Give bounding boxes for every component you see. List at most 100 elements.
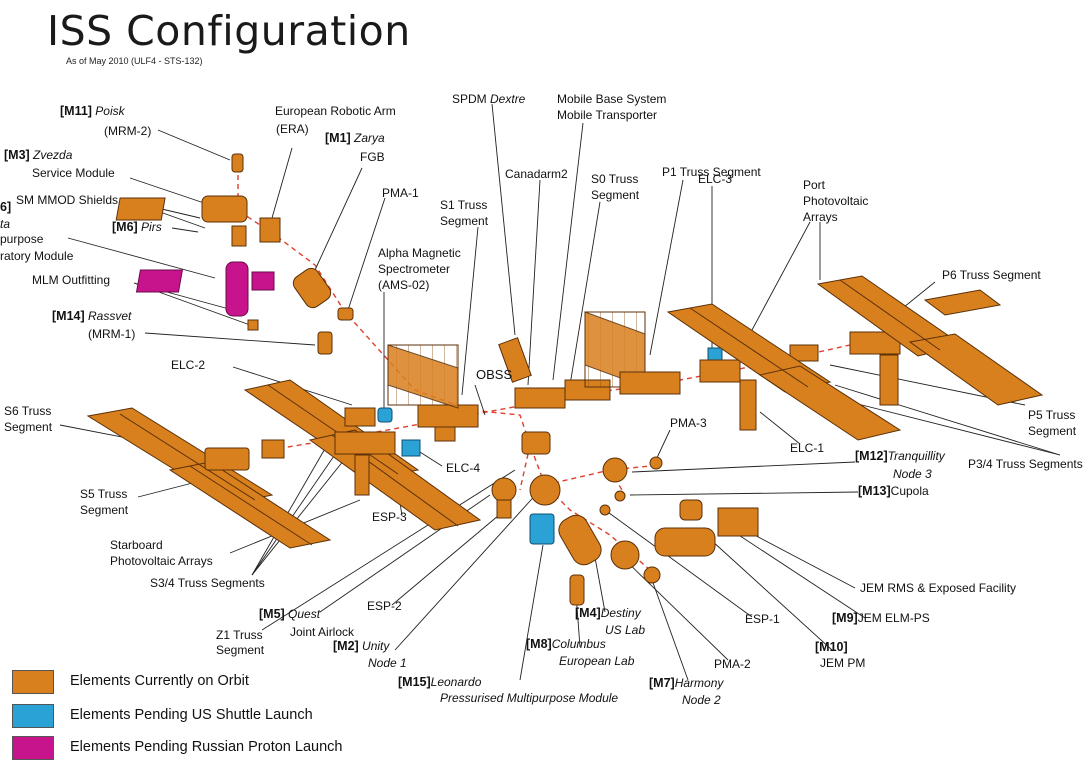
label-unity: [M2] Unity [333,639,390,653]
mlm-module [135,261,275,317]
label-port-3: Arrays [803,210,838,224]
label-mbs-2: Mobile Transporter [557,108,658,122]
label-pirs: [M6] Pirs [112,220,162,234]
cupola [614,490,626,502]
zvezda-solar-array-right [259,217,281,243]
label-cupola: [M13]Cupola [858,484,929,498]
zvezda-body [201,195,248,223]
label-elc4: ELC-4 [446,461,481,475]
label-starboard-2: Photovoltaic Arrays [110,554,213,568]
label-era-2: (ERA) [276,122,309,136]
label-jem-rms: JEM RMS & Exposed Facility [860,581,1017,595]
label-port-2: Photovoltaic [803,194,869,208]
label-unity-sub: Node 1 [368,656,407,670]
russian-segment [115,153,354,355]
label-spdm: SPDM Dextre [452,92,526,106]
pointer-lines [59,103,1061,681]
starboard-truss [204,344,479,496]
label-leonardo-sub: Pressurised Multipurpose Module [440,691,619,705]
label-columbus-sub: European Lab [559,654,635,668]
label-rassvet-sub: (MRM-1) [88,327,136,341]
label-ams-2: Spectrometer [378,262,451,276]
page-title: ISS Configuration [47,7,411,55]
label-destiny-sub: US Lab [605,623,646,637]
jem-exposed [717,507,759,537]
label-era-1: European Robotic Arm [275,104,396,118]
label-z1-1: Z1 Truss [216,628,263,642]
label-s6-1: S6 Truss [4,404,52,418]
label-mlm-code: 6] [0,200,12,214]
destiny-lab [558,514,602,566]
label-s1-1: S1 Truss [440,198,488,212]
legend-swatch-orange [12,670,54,694]
label-s0-2: Segment [591,188,640,202]
label-obss: OBSS [476,367,513,382]
label-mbs-1: Mobile Base System [557,92,667,106]
zvezda-solar-array-left [115,197,166,221]
legend-label-pending-russian: Elements Pending Russian Proton Launch [70,739,343,755]
pressurised-modules [491,431,759,606]
legend-label-pending-us: Elements Pending US Shuttle Launch [70,707,313,723]
label-esp2: ESP-2 [367,599,402,613]
label-s5-1: S5 Truss [80,487,128,501]
label-mlm-b: purpose [0,232,44,246]
label-esp1: ESP-1 [745,612,780,626]
label-quest-sub: Joint Airlock [290,625,355,639]
label-canadarm2: Canadarm2 [505,167,568,181]
label-ams-1: Alpha Magnetic [378,246,461,260]
label-rassvet: [M14] Rassvet [52,309,132,323]
label-elc3: ELC-3 [698,172,733,186]
leonardo-mpm [529,513,555,545]
label-p1: P1 Truss Segment [662,165,761,179]
legend-swatch-magenta [12,736,54,760]
label-poisk: [M11] Poisk [60,104,125,118]
poisk-module [231,153,244,173]
label-starboard-1: Starboard [110,538,163,552]
label-harmony: [M7]Harmony [649,676,724,690]
page-subtitle: As of May 2010 (ULF4 - STS-132) [66,56,203,66]
label-s5-2: Segment [80,503,129,517]
label-ams-3: (AMS-02) [378,278,430,292]
legend-swatch-blue [12,704,54,728]
label-zvezda: [M3] Zvezda [4,148,73,162]
pma2 [643,566,661,584]
label-elc2: ELC-2 [171,358,206,372]
esp1-block [599,504,611,516]
label-mlm-outfitting: MLM Outfitting [32,273,111,287]
label-esp3: ESP-3 [372,510,407,524]
label-s1-2: Segment [440,214,489,228]
jem-elm [679,499,703,521]
node-quest [491,477,517,503]
tranquillity [602,457,628,483]
legend-label-on-orbit: Elements Currently on Orbit [70,673,249,689]
port-arrays [666,275,1044,441]
node-unity [521,431,551,455]
label-jem-elm: [M9]JEM ELM-PS [832,611,930,625]
label-sm-mmod: SM MMOD Shields [16,193,119,207]
label-elc1: ELC-1 [790,441,825,455]
label-mlm-c: ratory Module [0,249,74,263]
ams-02 [377,407,393,423]
rassvet-module [317,331,333,355]
zarya-body [292,267,332,309]
label-destiny: [M4]Destiny [575,606,641,620]
node-unity-2 [529,474,561,506]
label-tranquillity-sub: Node 3 [893,467,932,481]
pma3-port [649,456,663,470]
label-quest: [M5] Quest [259,607,321,621]
label-harmony-sub: Node 2 [682,693,721,707]
label-pma1: PMA-1 [382,186,419,200]
label-leonardo: [M15]Leonardo [398,675,482,689]
label-pma2: PMA-2 [714,657,751,671]
pma1-adapter [337,307,354,321]
label-s0-1: S0 Truss [591,172,639,186]
label-p6: P6 Truss Segment [942,268,1041,282]
label-s6-2: Segment [4,420,53,434]
harmony-node [610,540,640,570]
label-p5-1: P5 Truss [1028,408,1076,422]
starboard-arrays [86,379,482,549]
label-tranquillity: [M12]Tranquillity [855,449,945,463]
elc4-block [401,439,421,457]
label-poisk-sub: (MRM-2) [104,124,152,138]
